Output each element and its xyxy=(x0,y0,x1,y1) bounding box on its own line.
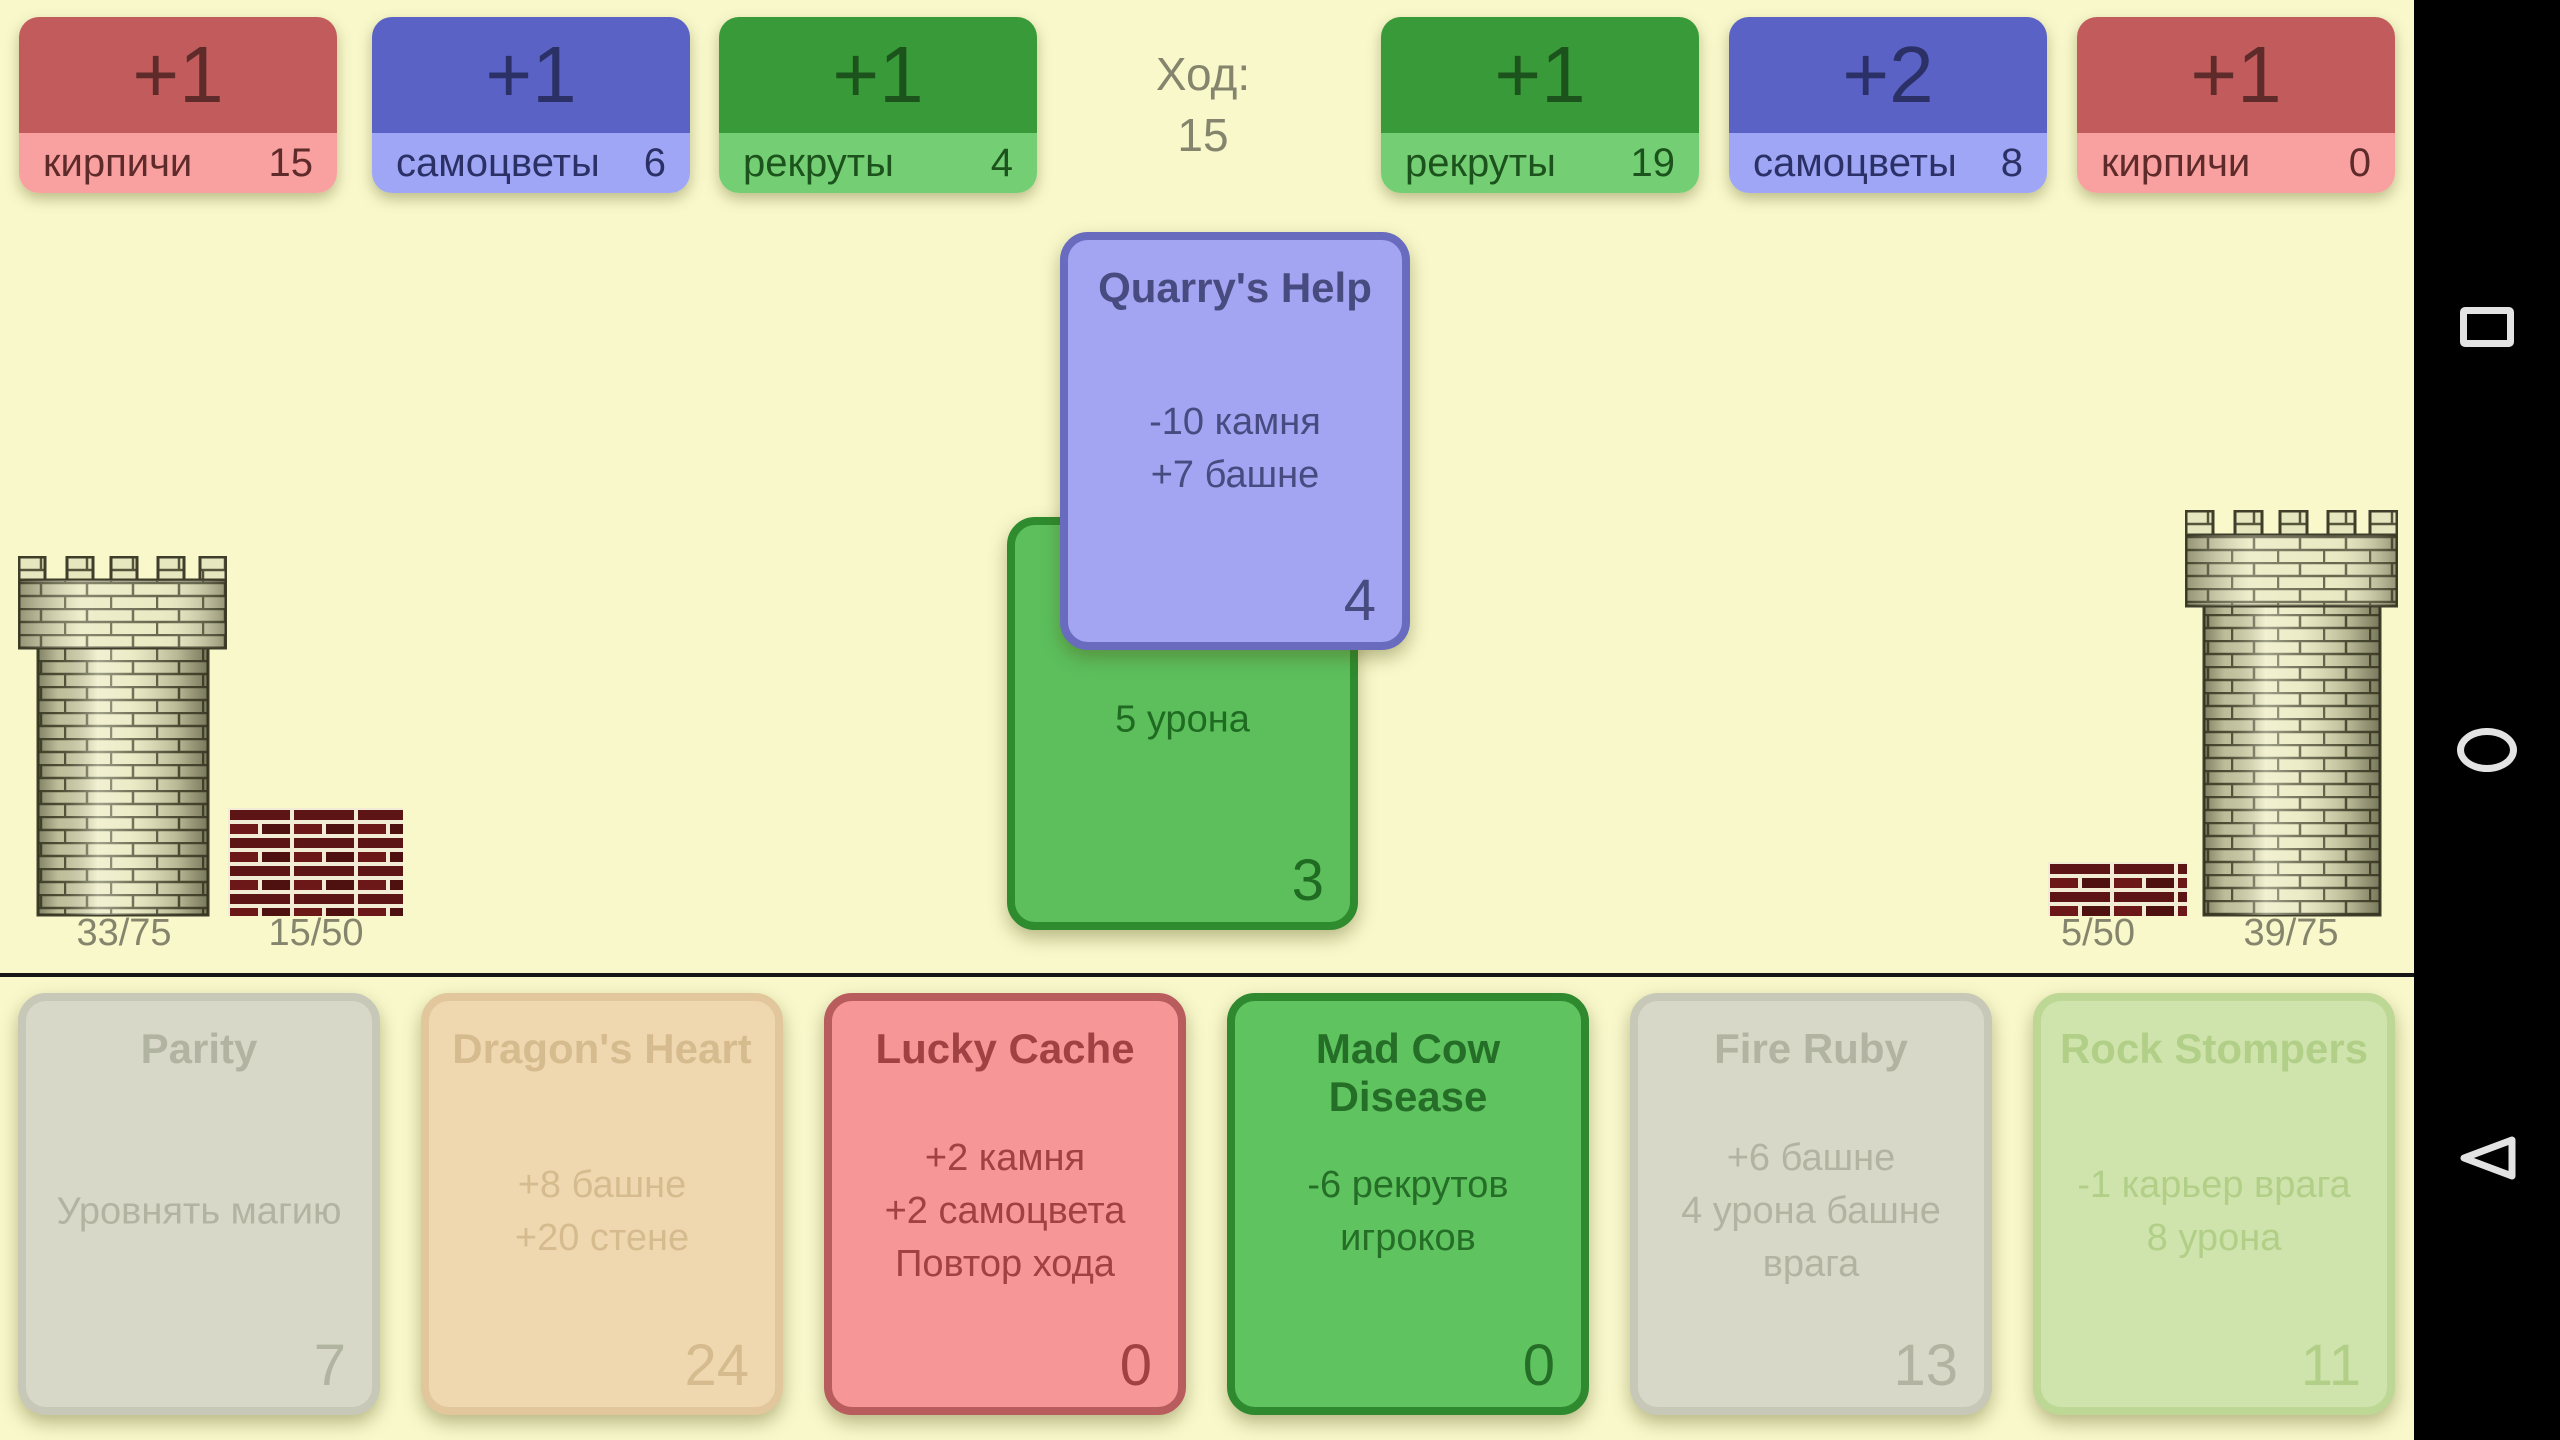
gems-value-player: 6 xyxy=(643,140,666,185)
recents-icon xyxy=(2460,307,2514,347)
recruits-value-player: 4 xyxy=(990,140,1013,185)
gems-label-player: самоцветы xyxy=(396,140,600,185)
hand-card-mad-cow-disease[interactable]: Mad Cow Disease -6 рекрутов игроков 0 xyxy=(1227,993,1589,1415)
gems-rate-player: +1 xyxy=(372,17,690,133)
hand-card-title: Mad Cow Disease xyxy=(1315,1025,1501,1120)
hand-card-text: -1 карьер врага 8 урона xyxy=(2077,1163,2351,1260)
hand-card-text: +8 башне +20 стене xyxy=(514,1163,690,1260)
right-tower xyxy=(2185,510,2398,917)
resource-card-gems-player: +1 самоцветы 6 xyxy=(372,17,690,193)
right-wall-hp: 5/50 xyxy=(2061,912,2135,954)
hand-card-text: -6 рекрутов игроков xyxy=(1307,1163,1509,1260)
turn-label: Ход: xyxy=(1155,48,1251,100)
hand-card-fire-ruby[interactable]: Fire Ruby +6 башне 4 урона башне врага 1… xyxy=(1630,993,1992,1415)
hand-card-title: Lucky Cache xyxy=(875,1025,1135,1072)
resource-card-recruits-enemy: +1 рекруты 19 xyxy=(1381,17,1699,193)
recruits-label-enemy: рекруты xyxy=(1405,140,1556,185)
hand-card-parity[interactable]: Parity Уровнять магию 7 xyxy=(18,993,380,1415)
hand-card-title: Rock Stompers xyxy=(2059,1025,2369,1072)
recruits-value-enemy: 19 xyxy=(1630,140,1676,185)
left-tower-hp: 33/75 xyxy=(76,912,172,954)
hand-card-dragons-heart[interactable]: Dragon's Heart +8 башне +20 стене 24 xyxy=(421,993,783,1415)
back-button[interactable] xyxy=(2414,1088,2560,1228)
hand-card-lucky-cache[interactable]: Lucky Cache +2 камня +2 самоцвета Повтор… xyxy=(824,993,1186,1415)
turn-indicator: Ход: 15 xyxy=(1053,44,1353,165)
played-card-quarrys-help: Quarry's Help -10 камня +7 башне 4 xyxy=(1060,232,1410,650)
hand-card-cost: 13 xyxy=(1893,1333,1958,1398)
hand-card-title: Parity xyxy=(140,1025,258,1072)
gems-label-enemy: самоцветы xyxy=(1753,140,1957,185)
hand-card-cost: 11 xyxy=(2300,1333,2361,1398)
hand-card-text: +2 камня +2 самоцвета Повтор хода xyxy=(884,1137,1126,1286)
resource-card-bricks-player: +1 кирпичи 15 xyxy=(19,17,337,193)
recents-button[interactable] xyxy=(2414,257,2560,397)
right-wall xyxy=(2048,862,2187,916)
played-card-damage-cost: 3 xyxy=(1291,848,1324,913)
resource-card-bricks-enemy: +1 кирпичи 0 xyxy=(2077,17,2395,193)
turn-value: 15 xyxy=(1177,108,1229,161)
recruits-rate-enemy: +1 xyxy=(1381,17,1699,133)
recruits-label-player: рекруты xyxy=(743,140,894,185)
gems-rate-enemy: +2 xyxy=(1729,17,2047,133)
left-wall xyxy=(228,808,403,916)
hand-card-title: Fire Ruby xyxy=(1714,1025,1908,1072)
home-icon xyxy=(2457,728,2517,772)
hand-separator-line xyxy=(0,973,2414,977)
hand-card-cost: 0 xyxy=(1119,1333,1152,1398)
hand-card-title: Dragon's Heart xyxy=(452,1025,752,1072)
played-card-title: Quarry's Help xyxy=(1098,264,1372,311)
resource-card-recruits-player: +1 рекруты 4 xyxy=(719,17,1037,193)
back-icon xyxy=(2460,1136,2516,1180)
bricks-rate-player: +1 xyxy=(19,17,337,133)
android-nav-bar xyxy=(2414,0,2560,1440)
home-button[interactable] xyxy=(2414,680,2560,820)
recruits-rate-player: +1 xyxy=(719,17,1037,133)
bricks-value-player: 15 xyxy=(268,140,314,185)
hand-card-text: +6 башне 4 урона башне врага xyxy=(1681,1137,1941,1286)
played-card-damage-text: 5 урона xyxy=(1115,697,1250,740)
resource-card-gems-enemy: +2 самоцветы 8 xyxy=(1729,17,2047,193)
left-tower xyxy=(18,556,227,917)
hand-card-text: Уровнять магию xyxy=(56,1190,342,1233)
bricks-rate-enemy: +1 xyxy=(2077,17,2395,133)
hand-card-cost: 7 xyxy=(313,1333,346,1398)
hand-card-rock-stompers[interactable]: Rock Stompers -1 карьер врага 8 урона 11 xyxy=(2033,993,2395,1415)
bricks-value-enemy: 0 xyxy=(2348,140,2371,185)
played-card-text: -10 камня +7 башне xyxy=(1149,400,1321,497)
hand-card-cost: 0 xyxy=(1522,1333,1555,1398)
gems-value-enemy: 8 xyxy=(2000,140,2023,185)
played-card-cost: 4 xyxy=(1343,568,1376,633)
bricks-label-player: кирпичи xyxy=(43,140,193,185)
bricks-label-enemy: кирпичи xyxy=(2101,140,2251,185)
left-wall-hp: 15/50 xyxy=(268,912,364,954)
right-tower-hp: 39/75 xyxy=(2243,912,2339,954)
hand-card-cost: 24 xyxy=(684,1333,749,1398)
